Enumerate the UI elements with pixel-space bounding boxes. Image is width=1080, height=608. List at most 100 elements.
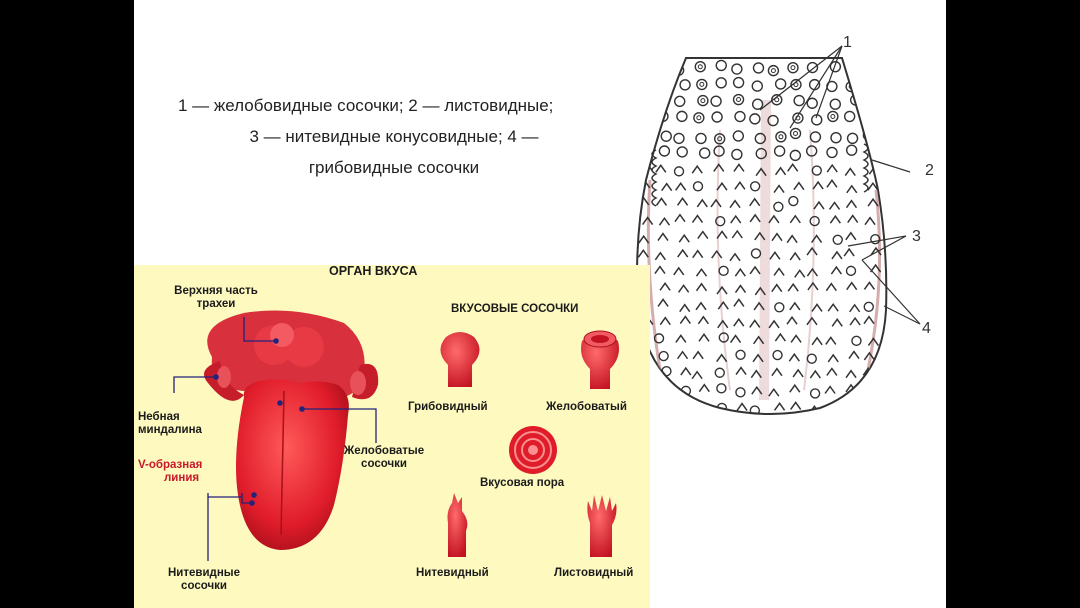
chevron-papilla-mark bbox=[676, 350, 689, 360]
circle-papilla-mark bbox=[660, 130, 672, 142]
chevron-papilla-mark bbox=[655, 197, 668, 206]
circle-papilla-mark bbox=[788, 195, 799, 207]
circle-papilla-mark bbox=[696, 78, 708, 91]
chevron-papilla-mark bbox=[771, 232, 783, 242]
chevron-papilla-mark bbox=[825, 282, 837, 292]
chevron-papilla-mark bbox=[809, 369, 821, 379]
circle-papilla-mark bbox=[851, 61, 863, 74]
label-filiform: Нитевидный bbox=[416, 567, 489, 579]
chevron-papilla-mark bbox=[826, 367, 838, 376]
circle-papilla-mark bbox=[693, 112, 705, 124]
circle-papilla-mark bbox=[789, 149, 802, 162]
chevron-papilla-mark bbox=[638, 234, 650, 244]
circle-papilla-mark bbox=[692, 181, 704, 192]
chevron-papilla-mark bbox=[847, 214, 859, 223]
circle-papilla-mark bbox=[829, 60, 842, 73]
tongue-papillae-diagram bbox=[636, 45, 921, 415]
panel-subtitle: ВКУСОВЫЕ СОСОЧКИ bbox=[451, 303, 579, 315]
chevron-papilla-mark bbox=[753, 301, 765, 311]
circle-papilla-mark bbox=[676, 110, 688, 123]
chevron-papilla-mark bbox=[654, 251, 666, 261]
circle-papilla-mark bbox=[863, 301, 874, 313]
chevron-papilla-mark bbox=[641, 216, 654, 226]
chevron-papilla-mark bbox=[769, 251, 781, 260]
chevron-papilla-mark bbox=[845, 199, 858, 209]
chevron-papilla-mark bbox=[771, 367, 783, 377]
circle-papilla-inner bbox=[717, 136, 723, 142]
chevron-papilla-mark bbox=[863, 281, 876, 290]
chevron-papilla-mark bbox=[774, 166, 787, 176]
circle-papilla-mark bbox=[637, 129, 650, 141]
chevron-papilla-mark bbox=[768, 319, 780, 329]
chevron-papilla-mark bbox=[717, 319, 729, 329]
chevron-papilla-mark bbox=[716, 230, 728, 239]
circle-papilla-mark bbox=[851, 335, 862, 347]
circle-papilla-mark bbox=[754, 132, 766, 145]
caption-line-2: 3 — нитевидные конусовидные; 4 — bbox=[249, 127, 539, 146]
chevron-papilla-mark bbox=[691, 164, 703, 174]
chevron-papilla-mark bbox=[710, 198, 722, 208]
foliate-left bbox=[651, 149, 658, 207]
circle-papilla-mark bbox=[845, 265, 857, 277]
chevron-papilla-mark bbox=[697, 315, 710, 325]
circle-papilla-inner bbox=[700, 98, 706, 104]
circle-papilla-mark bbox=[679, 79, 691, 91]
chevron-papilla-mark bbox=[768, 214, 780, 224]
circle-papilla-inner bbox=[770, 68, 776, 74]
circle-papilla-mark bbox=[731, 63, 743, 75]
circle-papilla-mark bbox=[715, 215, 726, 227]
circle-papilla-mark bbox=[755, 147, 767, 160]
chevron-papilla-mark bbox=[831, 318, 843, 327]
circle-papilla-mark bbox=[695, 132, 707, 145]
chevron-papilla-mark bbox=[845, 231, 857, 241]
circle-papilla-mark bbox=[809, 131, 822, 143]
circle-papilla-mark bbox=[771, 94, 783, 106]
caption-line-1: 1 — желобовидные сосочки; 2 — листовидны… bbox=[178, 96, 554, 115]
fungiform-papilla-icon bbox=[440, 332, 480, 387]
chevron-papilla-mark bbox=[657, 298, 669, 307]
chevron-papilla-mark bbox=[730, 214, 742, 224]
chevron-papilla-mark bbox=[691, 214, 704, 223]
chevron-papilla-mark bbox=[754, 286, 766, 296]
label-grooved: Желобоватый bbox=[546, 401, 627, 413]
circle-papilla-mark bbox=[734, 110, 746, 123]
circle-papilla-mark bbox=[750, 248, 762, 259]
chevron-papilla-mark bbox=[790, 334, 802, 343]
chevron-papilla-mark bbox=[773, 267, 785, 276]
circle-papilla-mark bbox=[862, 93, 875, 105]
chevron-papilla-mark bbox=[790, 401, 802, 410]
circle-papilla-mark bbox=[866, 61, 879, 73]
chevron-papilla-mark bbox=[751, 385, 763, 395]
tongue-illustration bbox=[204, 310, 379, 550]
chevron-papilla-mark bbox=[655, 164, 667, 173]
chevron-papilla-mark bbox=[659, 281, 671, 291]
circle-papilla-mark bbox=[653, 81, 666, 94]
chevron-papilla-mark bbox=[863, 315, 875, 325]
chevron-papilla-mark bbox=[869, 263, 882, 273]
panel-title: ОРГАН ВКУСА bbox=[329, 265, 418, 278]
circle-papilla-mark bbox=[749, 181, 761, 192]
label-number-2: 2 bbox=[925, 162, 934, 179]
circle-papilla-inner bbox=[793, 130, 799, 136]
chevron-papilla-mark bbox=[736, 402, 748, 412]
chevron-papilla-mark bbox=[657, 232, 669, 241]
chevron-papilla-mark bbox=[768, 387, 780, 397]
filiform-papilla-icon bbox=[447, 493, 468, 557]
chevron-papilla-mark bbox=[787, 162, 799, 172]
chevron-papilla-mark bbox=[812, 180, 824, 190]
chevron-papilla-mark bbox=[811, 303, 823, 312]
circle-papilla-mark bbox=[658, 145, 671, 157]
circle-papilla-mark bbox=[718, 265, 729, 277]
chevron-papilla-mark bbox=[792, 368, 804, 378]
circle-papilla-mark bbox=[638, 62, 650, 75]
circle-papilla-mark bbox=[767, 114, 779, 127]
circle-papilla-mark bbox=[732, 130, 745, 142]
chevron-papilla-mark bbox=[867, 385, 879, 395]
circle-papilla-mark bbox=[732, 76, 745, 89]
chevron-papilla-mark bbox=[695, 282, 708, 292]
circle-papilla-mark bbox=[806, 97, 818, 109]
chevron-papilla-mark bbox=[734, 267, 746, 277]
circle-papilla-mark bbox=[751, 80, 763, 92]
chevron-papilla-mark bbox=[731, 229, 743, 239]
chevron-papilla-mark bbox=[674, 213, 686, 223]
